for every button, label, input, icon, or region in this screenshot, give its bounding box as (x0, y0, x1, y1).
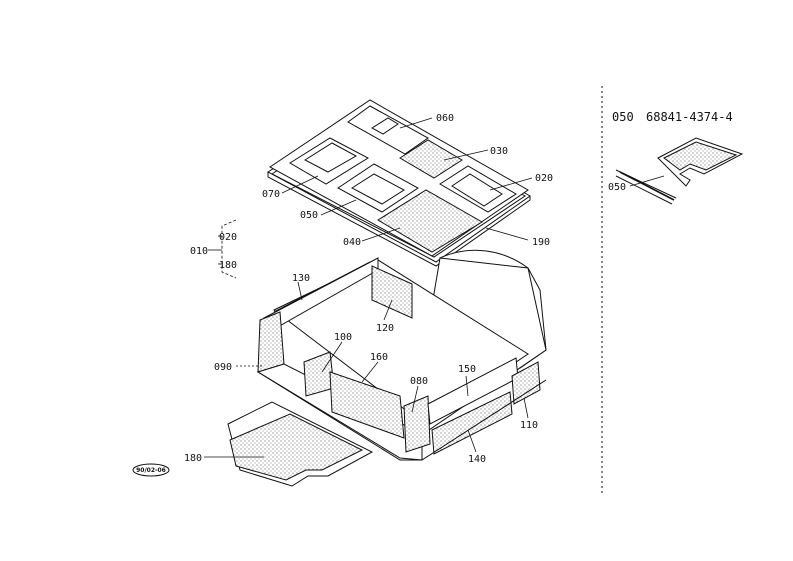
label-020: 020 (535, 173, 553, 184)
panel-part-080 (403, 395, 431, 453)
leaders-box (236, 281, 529, 453)
label-140: 140 (468, 454, 486, 465)
mat-part-040 (377, 189, 483, 253)
stamp-text: 90/02-06 (136, 467, 166, 474)
label-090: 090 (214, 362, 232, 373)
label-190: 190 (532, 237, 550, 248)
panel-part-020-right (439, 165, 517, 213)
labels: 060 030 020 070 050 040 190 010 020 180 … (136, 110, 733, 474)
end-piece-part-110 (511, 361, 541, 405)
back-panel-part-120 (371, 265, 413, 319)
label-080: 080 (410, 376, 428, 387)
panel-part-030 (399, 139, 463, 179)
inset-part-number: 68841-4374-4 (646, 110, 733, 124)
plate-part-060 (347, 105, 429, 155)
date-stamp (132, 463, 170, 477)
panel-part-050 (337, 163, 419, 213)
panel-part-160 (329, 371, 405, 439)
label-130: 130 (292, 273, 310, 284)
label-040: 040 (343, 237, 361, 248)
label-070: 070 (262, 189, 280, 200)
inset-detail (615, 137, 744, 205)
end-panel-part-090 (257, 311, 285, 373)
label-100: 100 (334, 332, 352, 343)
group-010-bracket (208, 219, 237, 279)
label-150: 150 (458, 364, 476, 375)
leaders-top (281, 117, 533, 242)
label-010: 010 (190, 246, 208, 257)
label-010-sub-180: 180 (219, 260, 237, 271)
label-120: 120 (376, 323, 394, 334)
label-050: 050 (300, 210, 318, 221)
panel-part-070 (289, 137, 370, 185)
inset-callout-number: 050 (612, 110, 634, 124)
loose-mat-part-180 (204, 401, 374, 487)
panel-part-100 (303, 351, 335, 397)
label-110: 110 (520, 420, 538, 431)
label-060: 060 (436, 113, 454, 124)
panel-part-140 (431, 391, 513, 455)
floor-mat-assembly (267, 99, 531, 267)
seat-box-body (256, 249, 547, 461)
inset-leader-label: 050 (608, 182, 626, 193)
label-160: 160 (370, 352, 388, 363)
label-030: 030 (490, 146, 508, 157)
label-180: 180 (184, 453, 202, 464)
label-010-sub-020: 020 (219, 232, 237, 243)
